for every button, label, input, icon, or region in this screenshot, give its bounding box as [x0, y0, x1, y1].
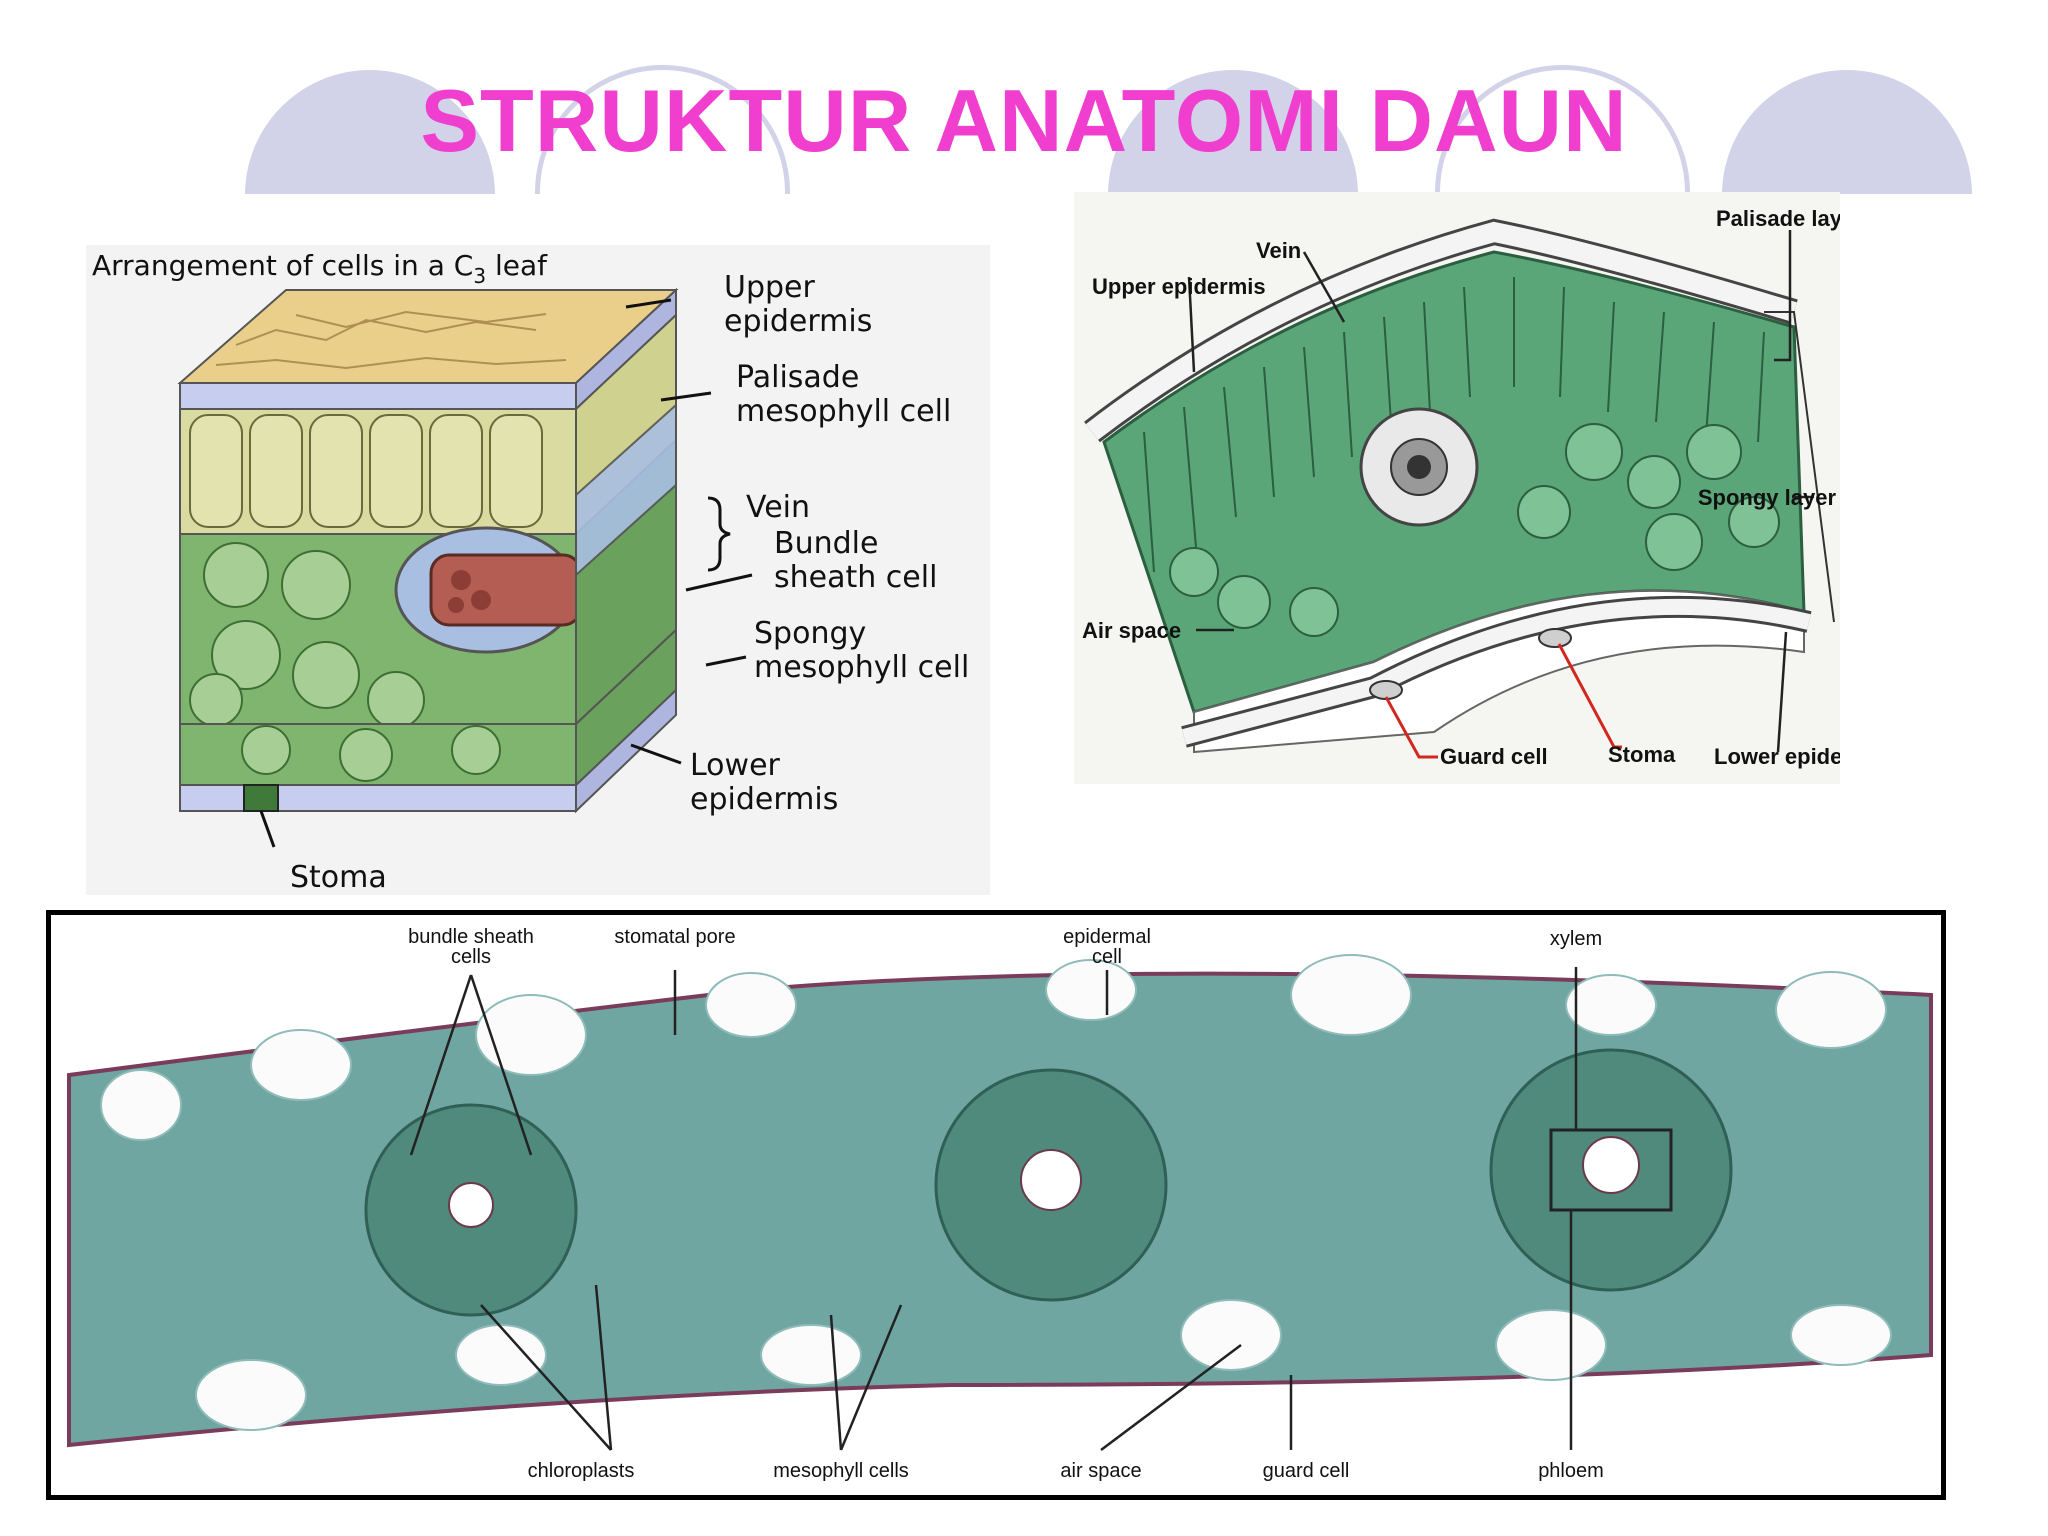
label-dicot-lower-epidermis: Lower epidermis	[1714, 744, 1840, 769]
label-lower-epidermis-2: epidermis	[690, 782, 838, 817]
dicot-stoma	[1538, 628, 1572, 648]
page-title: STRUKTUR ANATOMI DAUN	[420, 71, 1628, 170]
label-dicot-upper-epidermis: Upper epidermis	[1092, 274, 1266, 299]
label-micro-guard-cell: guard cell	[1263, 1460, 1350, 1482]
label-epidermal-cell-2: cell	[1092, 946, 1122, 968]
label-spongy-layer: Spongy layer	[1698, 485, 1837, 510]
label-palisade-layer: Palisade layer	[1716, 206, 1840, 231]
label-stomatal-pore: stomatal pore	[614, 926, 735, 948]
label-mesophyll-cells: mesophyll cells	[773, 1460, 909, 1482]
c3-upper-epidermis	[179, 382, 577, 410]
label-dicot-guard-cell: Guard cell	[1440, 744, 1548, 769]
label-lower-epidermis: Lower	[690, 748, 781, 783]
label-dicot-stoma: Stoma	[1608, 742, 1676, 767]
dicot-leaf-diagram: Palisade layer Vein Upper epidermis Spon…	[1074, 192, 1840, 784]
label-bundle-sheath-cells: bundle sheath	[408, 926, 534, 948]
label-epidermal-cell: epidermal	[1063, 926, 1151, 948]
label-phloem: phloem	[1538, 1460, 1604, 1482]
c3-vein	[429, 553, 583, 627]
c3-leaf-diagram: Arrangement of cells in a C3 leaf	[86, 245, 990, 895]
label-palisade-2: mesophyll cell	[736, 394, 951, 429]
label-bundle-sheath-2: sheath cell	[774, 560, 937, 595]
label-dicot-air-space: Air space	[1082, 618, 1181, 643]
label-upper-epidermis-2: epidermis	[724, 304, 872, 339]
dicot-guard-cell	[1369, 680, 1403, 700]
c3-heading: Arrangement of cells in a C3 leaf	[92, 249, 548, 288]
label-chloroplasts: chloroplasts	[528, 1460, 635, 1482]
label-palisade: Palisade	[736, 360, 859, 395]
c3-stoma	[243, 784, 279, 812]
label-vein: Vein	[746, 490, 810, 525]
label-upper-epidermis: Upper	[724, 270, 816, 305]
label-spongy-2: mesophyll cell	[754, 650, 969, 685]
micro-xylem-box	[1549, 1128, 1673, 1212]
label-micro-air-space: air space	[1060, 1460, 1141, 1482]
label-xylem: xylem	[1550, 928, 1602, 950]
label-bundle-sheath-cells-2: cells	[451, 946, 491, 968]
label-bundle-sheath: Bundle	[774, 526, 878, 561]
label-dicot-vein: Vein	[1256, 238, 1301, 263]
leaf-micrograph: bundle sheath cells stomatal pore epider…	[46, 910, 1946, 1500]
c3-lower-epidermis	[179, 784, 577, 812]
label-spongy: Spongy	[754, 616, 866, 651]
label-stoma: Stoma	[290, 860, 387, 895]
